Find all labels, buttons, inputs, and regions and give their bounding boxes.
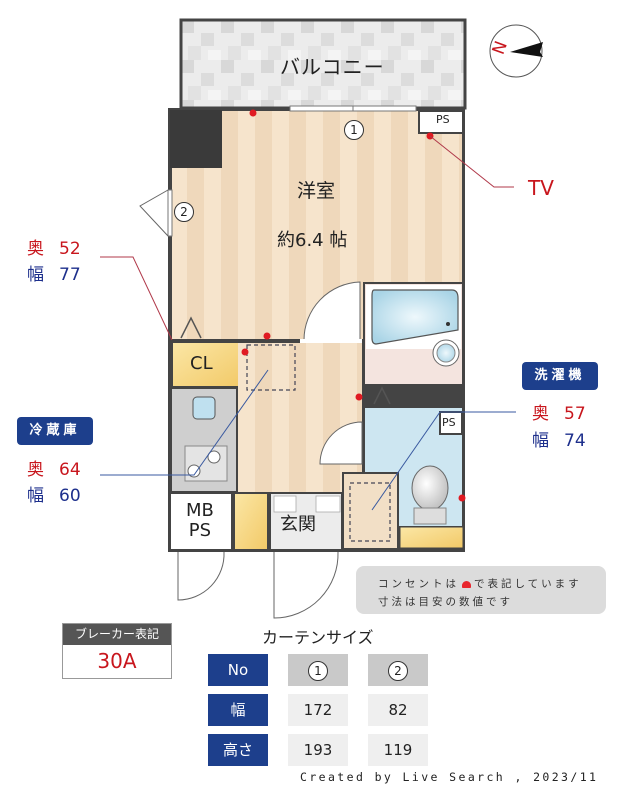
- compass-icon: [489, 24, 543, 78]
- shoe-box: [233, 492, 269, 551]
- washer-title-badge: 洗濯機: [522, 362, 598, 390]
- western-room-size: 約6.4 帖: [277, 230, 348, 251]
- pipe-space-top: [418, 110, 464, 134]
- structural-column: [170, 110, 222, 168]
- legend-note: コンセントは で表記しています 寸法は目安の数値です: [356, 566, 606, 614]
- depth-label: 奥: [27, 239, 44, 259]
- washer-width: 幅 74: [532, 426, 586, 451]
- note-line1: コンセントは で表記しています: [378, 575, 606, 593]
- closet-label: CL: [190, 353, 213, 374]
- wash-basin: [436, 343, 456, 363]
- curtain-col2-no: 2: [368, 654, 428, 686]
- meter-box: [169, 492, 233, 551]
- leader-lines: [100, 135, 516, 511]
- meter-box-line1: MB: [186, 500, 214, 521]
- breaker-title: ブレーカー表記: [63, 624, 171, 645]
- tv-label: TV: [528, 176, 554, 200]
- depth-label: 奥: [532, 404, 549, 424]
- curtain-size-title: カーテンサイズ: [262, 628, 374, 647]
- window2-depth: 奥 52: [27, 234, 81, 259]
- curtain-header-no: No: [208, 654, 268, 686]
- fridge-width: 幅 60: [27, 481, 81, 506]
- depth-value: 52: [59, 239, 81, 259]
- curtain-col1-no: 1: [288, 654, 348, 686]
- curtain-col1-height: 193: [288, 734, 348, 766]
- door-entrance: [273, 551, 339, 619]
- curtain-col2-height: 119: [368, 734, 428, 766]
- note-line1-after: で表記しています: [474, 578, 582, 590]
- window-marker-2: 2: [174, 201, 194, 222]
- fridge-depth: 奥 64: [27, 455, 81, 480]
- balcony: [179, 18, 467, 110]
- hallway: [238, 342, 362, 492]
- width-label: 幅: [27, 486, 44, 506]
- curtain-col2-width: 82: [368, 694, 428, 726]
- curtain-col2-no-number: 2: [388, 660, 408, 681]
- outlet-symbol-icon: [462, 580, 471, 588]
- fridge-title-badge: 冷蔵庫: [17, 417, 93, 445]
- curtain-col1-width: 172: [288, 694, 348, 726]
- closet: [171, 341, 243, 388]
- width-value: 60: [59, 486, 81, 506]
- depth-label: 奥: [27, 460, 44, 480]
- width-label: 幅: [532, 431, 549, 451]
- window-marker-1-number: 1: [344, 119, 364, 140]
- fridge-space: [246, 344, 296, 391]
- kitchen-sink: [192, 396, 216, 420]
- width-value: 74: [564, 431, 586, 451]
- pipe-space-top-label: PS: [436, 113, 450, 126]
- bathtub: [371, 289, 459, 345]
- curtain-col1-no-number: 1: [308, 660, 328, 681]
- depth-value: 64: [59, 460, 81, 480]
- outlet-markers: [241, 109, 466, 502]
- breaker-box: ブレーカー表記 30A: [62, 623, 172, 679]
- entrance-label: 玄関: [280, 514, 316, 535]
- door-arc-toilet: [319, 421, 363, 465]
- door-arc-room: [303, 281, 361, 341]
- pipe-space-toilet-label: PS: [442, 416, 456, 429]
- width-value: 77: [59, 265, 81, 285]
- credit-footer: Created by Live Search , 2023/11: [300, 770, 599, 784]
- note-line1-before: コンセントは: [378, 578, 459, 590]
- meter-box-label: MB PS: [186, 501, 214, 541]
- meter-box-line2: PS: [188, 520, 212, 541]
- window-marker-1: 1: [344, 119, 364, 140]
- balcony-label: バルコニー: [280, 55, 385, 79]
- door-mbps: [177, 551, 225, 601]
- window-left: [167, 189, 173, 237]
- depth-value: 57: [564, 404, 586, 424]
- window-marker-2-number: 2: [174, 201, 194, 222]
- breaker-value: 30A: [97, 649, 137, 673]
- curtain-header-height: 高さ: [208, 734, 268, 766]
- window2-width: 幅 77: [27, 260, 81, 285]
- curtain-header-width: 幅: [208, 694, 268, 726]
- washer-depth: 奥 57: [532, 399, 586, 424]
- toilet: [411, 465, 449, 511]
- western-room-label: 洋室: [297, 180, 336, 202]
- note-line2: 寸法は目安の数値です: [378, 596, 513, 608]
- width-label: 幅: [27, 265, 44, 285]
